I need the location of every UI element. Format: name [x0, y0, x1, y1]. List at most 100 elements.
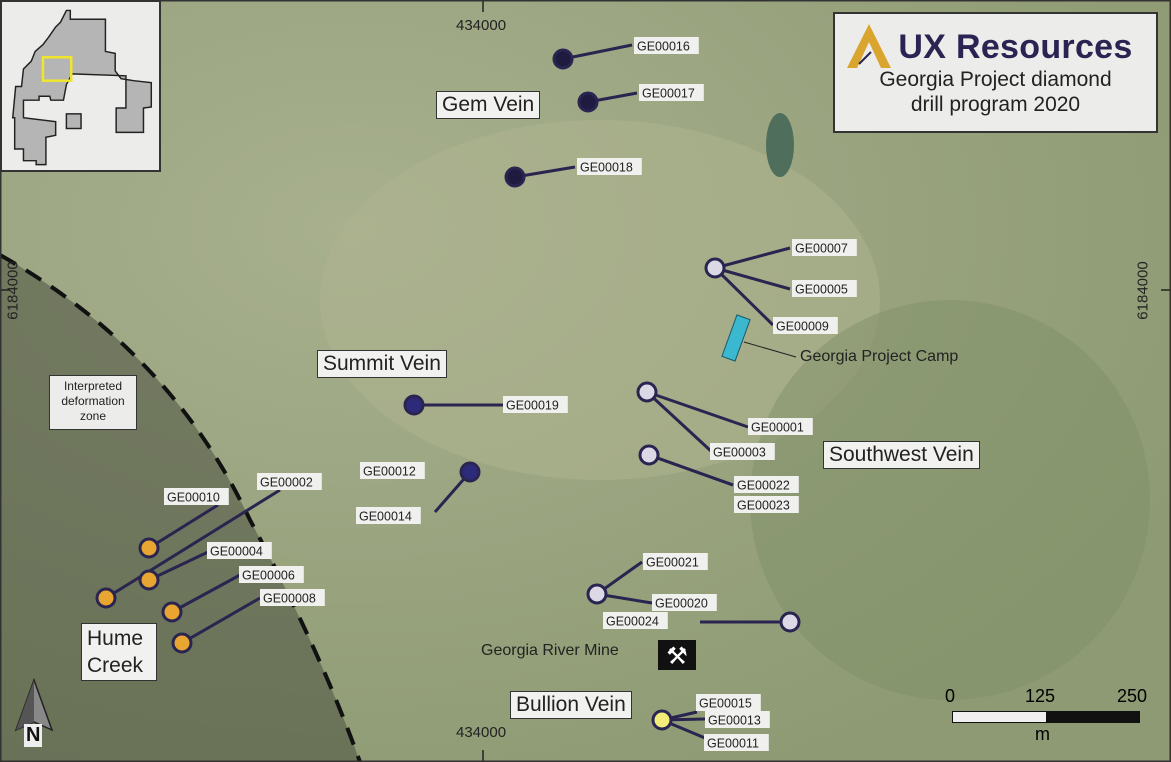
drill-trace [148, 503, 219, 550]
svg-text:⚒: ⚒ [666, 643, 688, 670]
hole-label: GE00023 [737, 499, 790, 513]
hole-label-bg [356, 507, 421, 524]
northing-left: 6184000 [4, 261, 22, 320]
hole-label: GE00009 [776, 320, 829, 334]
hole-label: GE00001 [751, 421, 804, 435]
camp-label: Georgia Project Camp [800, 348, 959, 365]
drill-collar-gem[interactable] [504, 166, 526, 188]
drill-collar-gem[interactable] [577, 91, 599, 113]
hole-label-bg [260, 589, 325, 606]
hole-label: GE00020 [655, 597, 708, 611]
hole-label: GE00016 [637, 40, 690, 54]
hole-label-bg [748, 418, 813, 435]
hole-label-bg [503, 396, 568, 413]
hole-label: GE00017 [642, 87, 695, 101]
hole-label: GE00024 [606, 615, 659, 629]
vein-label-bullion: Bullion Vein [510, 691, 632, 719]
deform-line2: deformation [61, 394, 125, 408]
hole-label: GE00018 [580, 161, 633, 175]
hole-label-bg [634, 37, 699, 54]
drill-trace [645, 390, 714, 454]
drill-trace [714, 246, 791, 270]
hole-label-bg [734, 496, 799, 513]
hole-label: GE00002 [260, 476, 313, 490]
drill-collar-summit[interactable] [403, 394, 425, 416]
brand-name: UX Resources [898, 28, 1133, 66]
drill-trace [171, 573, 241, 614]
vein-label-hume: Hume Creek [81, 623, 157, 681]
hole-label-bg [705, 711, 770, 728]
lake [766, 113, 794, 177]
drill-collar-hume[interactable] [171, 632, 193, 654]
hole-label: GE00007 [795, 242, 848, 256]
hole-label-bg [710, 443, 775, 460]
mine-icon [658, 640, 696, 670]
hole-label: GE00004 [210, 545, 263, 559]
northing-right: 6184000 [1134, 261, 1152, 320]
hole-label: GE00022 [737, 479, 790, 493]
scale-tick-0: 0 [945, 686, 956, 706]
camp-marker [721, 314, 751, 362]
inset-focus-box [41, 56, 73, 82]
hole-label-bg [603, 612, 668, 629]
drill-collar-southwest[interactable] [638, 444, 660, 466]
north-arrow: N [14, 678, 54, 750]
drill-trace [181, 596, 261, 645]
drill-collar-hume[interactable] [161, 601, 183, 623]
drill-collar-hume[interactable] [95, 587, 117, 609]
drill-trace [562, 43, 633, 61]
drill-collar-southwest[interactable] [636, 381, 658, 403]
hole-label: GE00010 [167, 491, 220, 505]
aux-logo [847, 24, 891, 68]
drill-trace [148, 550, 209, 582]
drill-trace [714, 266, 791, 291]
drill-collar-bullion[interactable] [651, 709, 673, 731]
drill-trace [646, 390, 749, 429]
hole-label: GE00014 [359, 510, 412, 524]
map-title-line1: Georgia Project diamond [879, 68, 1112, 91]
drill-collar-summit[interactable] [459, 461, 481, 483]
hole-label: GE00003 [713, 446, 766, 460]
north-label: N [24, 724, 43, 747]
hole-label-bg [639, 84, 704, 101]
scale-tick-125: 125 [1025, 686, 1056, 706]
drill-collar-southwest[interactable] [704, 257, 726, 279]
hole-label: GE00021 [646, 556, 699, 570]
drill-trace [713, 266, 775, 327]
hole-label-bg [792, 280, 857, 297]
hole-label-bg [704, 734, 769, 751]
hole-label-bg [792, 239, 857, 256]
easting-bottom: 434000 [456, 724, 507, 741]
drill-collar-gem[interactable] [552, 48, 574, 70]
hole-label: GE00008 [263, 592, 316, 606]
drill-collar-hume[interactable] [138, 537, 160, 559]
easting-top: 434000 [456, 17, 507, 34]
hole-label-bg [734, 476, 799, 493]
drill-collar-southwest[interactable] [586, 583, 608, 605]
vein-label-gem: Gem Vein [436, 91, 541, 119]
hole-label: GE00005 [795, 283, 848, 297]
hole-label: GE00006 [242, 569, 295, 583]
hole-label-bg [239, 566, 304, 583]
hole-label-bg [207, 542, 272, 559]
map-title-line2: drill program 2020 [910, 93, 1081, 116]
hole-label-bg [257, 473, 322, 490]
hole-label: GE00011 [707, 737, 759, 751]
title-box: UX Resources Georgia Project diamond dri… [833, 12, 1158, 133]
drill-collar-hume[interactable] [138, 569, 160, 591]
deformation-zone-label: Interpreted deformation zone [49, 375, 137, 430]
deform-line3: zone [79, 409, 107, 423]
drill-trace [648, 453, 734, 487]
hole-label-bg [360, 462, 425, 479]
vein-label-summit: Summit Vein [317, 350, 447, 378]
hole-label-bg [773, 317, 838, 334]
hole-label-bg [696, 694, 761, 711]
drill-collar-southwest[interactable] [779, 611, 801, 633]
deform-line1: Interpreted [63, 379, 123, 393]
hole-label-bg [643, 553, 708, 570]
mine-label: Georgia River Mine [481, 642, 619, 659]
hole-label-bg [652, 594, 717, 611]
inset-map [0, 0, 161, 172]
